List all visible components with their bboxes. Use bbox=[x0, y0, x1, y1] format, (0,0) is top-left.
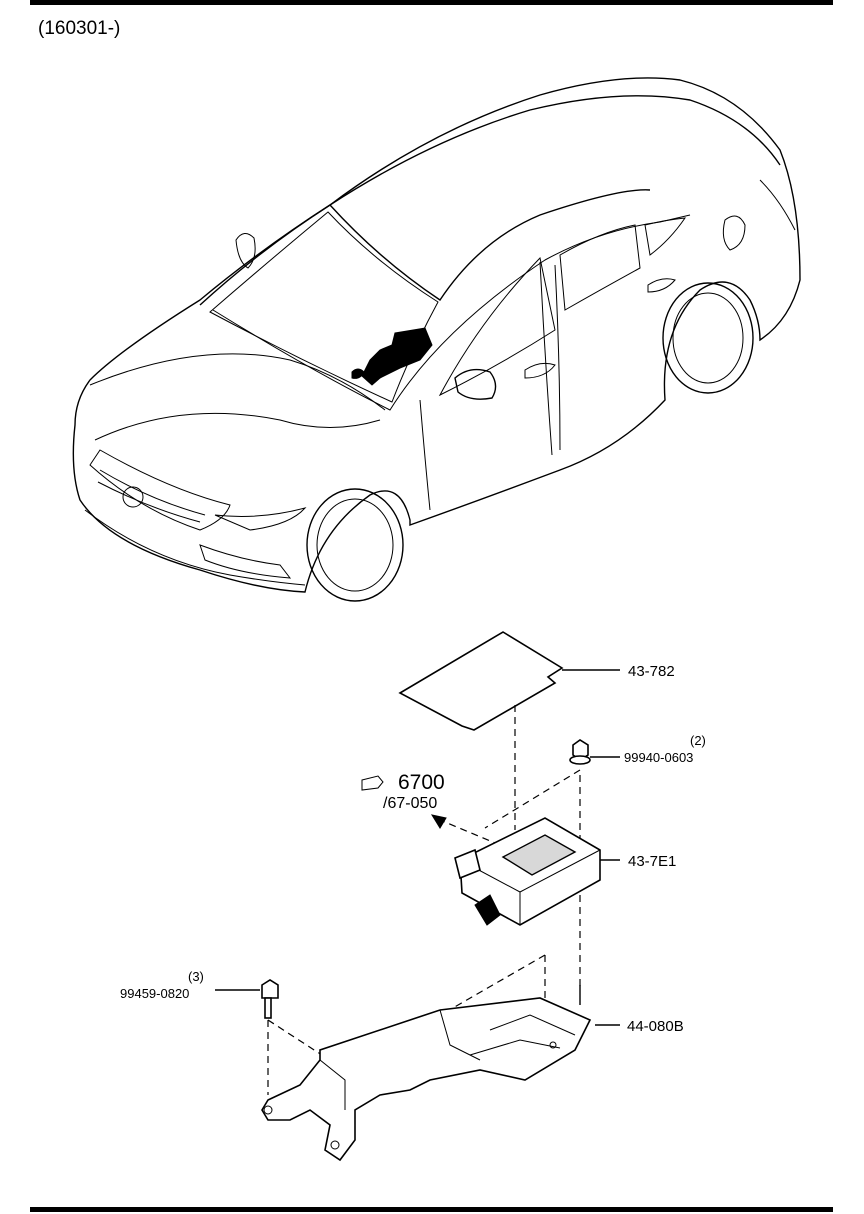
module-43-7E1 bbox=[454, 817, 620, 926]
reference-sub-number: /67-050 bbox=[383, 795, 437, 812]
bottom-rule bbox=[30, 1207, 833, 1212]
reference-fig-number: 6700 bbox=[398, 771, 445, 794]
refer-arrow-icon bbox=[361, 775, 447, 829]
qty-99459-0820: (3) bbox=[188, 969, 204, 984]
bolt-99459-0820 bbox=[215, 979, 279, 1019]
qty-99940-0603: (2) bbox=[690, 733, 706, 748]
date-code: (160301-) bbox=[38, 18, 121, 39]
callout-44-080B: 44-080B bbox=[627, 1018, 684, 1035]
callout-43-7E1: 43-7E1 bbox=[628, 853, 676, 870]
callout-99459-0820: 99459-0820 bbox=[120, 986, 189, 1001]
top-rule bbox=[30, 0, 833, 5]
callout-99940-0603: 99940-0603 bbox=[624, 750, 693, 765]
pad-43-782 bbox=[398, 631, 620, 731]
vehicle-illustration bbox=[72, 77, 801, 602]
callout-43-782: 43-782 bbox=[628, 663, 675, 680]
bracket-44-080B bbox=[261, 985, 620, 1162]
nut-99940-0603 bbox=[569, 739, 620, 765]
